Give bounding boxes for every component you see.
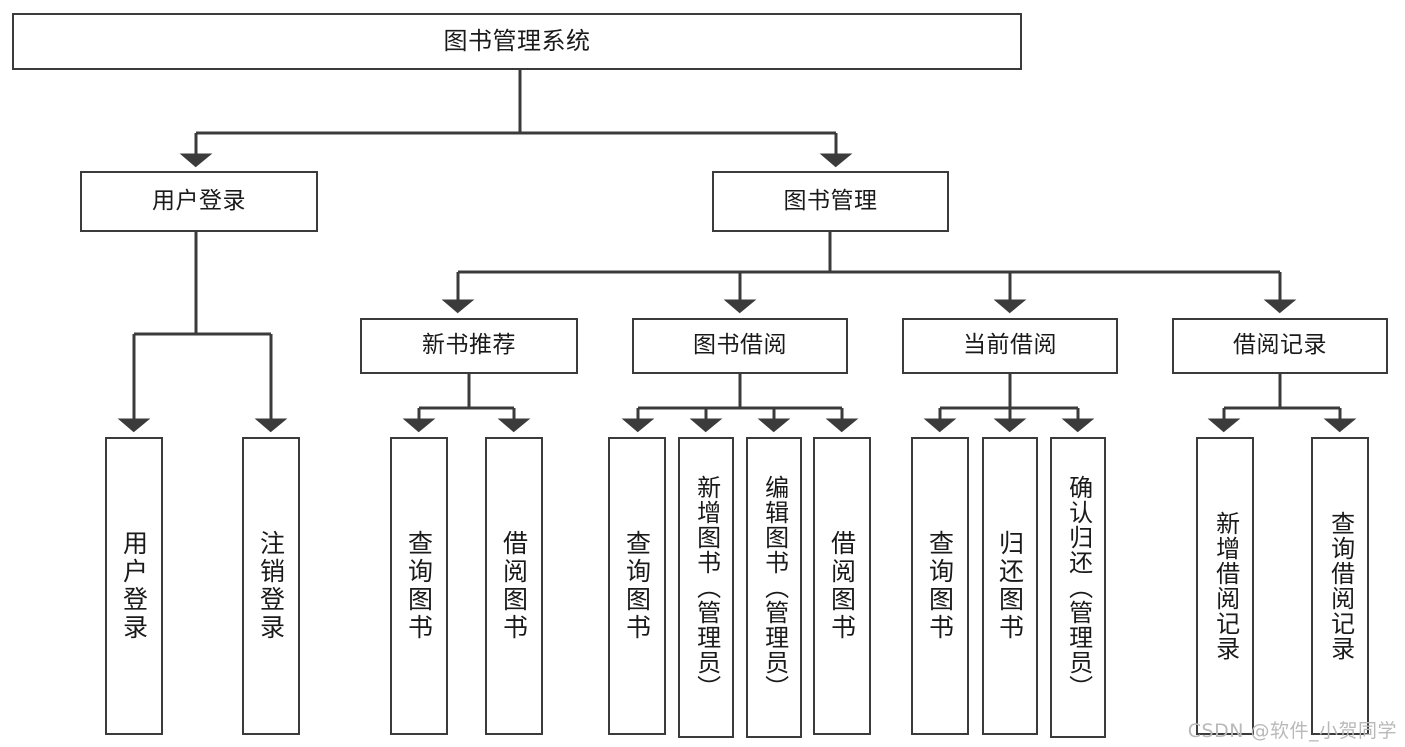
node-label: 查询图书 [622,530,652,642]
leaf-borrow-book-borrow[interactable]: 借阅图书 [813,437,871,735]
csdn-watermark: CSDN @软件_小贺同学 [1187,720,1397,742]
leaf-query-book-current[interactable]: 查询图书 [911,437,969,735]
node-user-login[interactable]: 用户登录 [80,171,318,232]
leaf-add-borrow-record[interactable]: 新增借阅记录 [1196,437,1254,735]
leaf-user-login[interactable]: 用户登录 [105,437,163,735]
node-label: 确认归还（管理员） [1064,475,1093,700]
node-label: 新书推荐 [422,332,516,359]
node-label: 新增借阅记录 [1211,511,1240,661]
leaf-edit-book[interactable]: 编辑图书（管理员） [746,437,802,738]
node-label: 图书管理系统 [443,27,591,56]
node-label: 用户登录 [152,187,246,214]
node-label: 图书借阅 [693,332,787,359]
node-label: 借阅图书 [827,530,857,642]
node-new-book-recommend[interactable]: 新书推荐 [360,318,578,374]
leaf-query-book-borrow[interactable]: 查询图书 [608,437,666,735]
node-borrow-record[interactable]: 借阅记录 [1172,318,1388,374]
node-root-system[interactable]: 图书管理系统 [12,13,1022,70]
node-label: 借阅记录 [1233,332,1327,359]
node-label: 注销登录 [256,530,286,642]
node-label: 编辑图书（管理员） [760,475,789,700]
leaf-logout-login[interactable]: 注销登录 [242,437,300,735]
node-label: 查询图书 [404,530,434,642]
leaf-add-book[interactable]: 新增图书（管理员） [678,437,734,738]
leaf-borrow-book-recommend[interactable]: 借阅图书 [485,437,543,735]
node-label: 图书管理 [783,187,878,214]
leaf-confirm-return[interactable]: 确认归还（管理员） [1050,437,1106,738]
node-label: 归还图书 [995,530,1025,642]
node-current-borrow[interactable]: 当前借阅 [902,318,1118,374]
node-label: 当前借阅 [963,332,1057,359]
leaf-query-borrow-record[interactable]: 查询借阅记录 [1311,437,1369,735]
node-label: 查询图书 [925,530,955,642]
leaf-query-book-recommend[interactable]: 查询图书 [390,437,448,735]
node-label: 查询借阅记录 [1326,511,1355,661]
node-book-manage[interactable]: 图书管理 [712,171,949,232]
leaf-return-book[interactable]: 归还图书 [982,437,1038,735]
node-label: 用户登录 [119,530,149,642]
node-label: 新增图书（管理员） [692,475,721,700]
node-book-borrow[interactable]: 图书借阅 [632,318,848,374]
node-label: 借阅图书 [499,530,529,642]
